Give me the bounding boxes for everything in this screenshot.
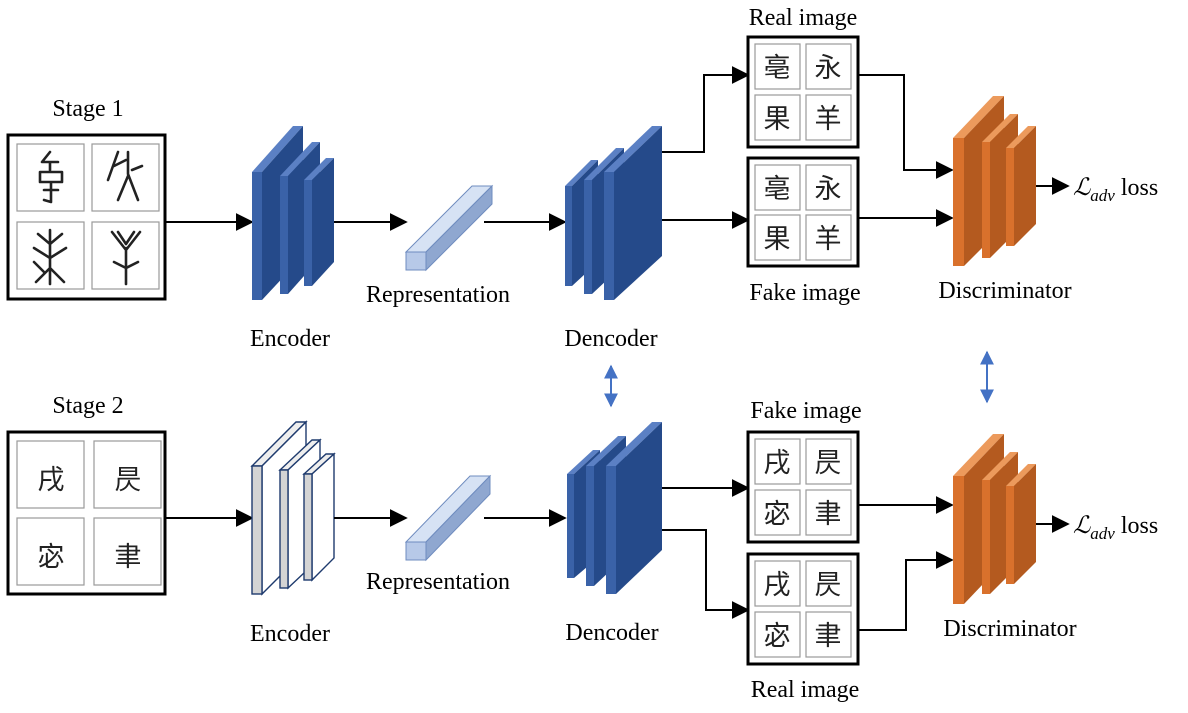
stage2: Stage 2 戌 昃 宓 聿 Encoder — [6, 393, 1158, 703]
stage2-input-glyph-2: 昃 — [115, 465, 142, 496]
stage2-encoder-label: Encoder — [250, 621, 330, 647]
stage2-real-image-label: Real image — [751, 677, 860, 703]
stage1-representation — [404, 184, 494, 272]
stage2-fake-glyph-1: 戌 — [764, 448, 791, 479]
stage1-fake-glyph-3: 果 — [764, 224, 791, 255]
stage2-real-glyph-2: 昃 — [815, 570, 842, 601]
stage2-real-glyph-3: 宓 — [764, 621, 791, 652]
stage2-loss-subscript: adv — [1090, 524, 1115, 543]
stage2-fake-image: 戌 昃 宓 聿 — [746, 430, 860, 544]
stage1-real-glyph-4: 羊 — [815, 104, 842, 135]
stage1-fake-image-label: Fake image — [749, 280, 860, 306]
stage2-fake-glyph-3: 宓 — [764, 499, 791, 530]
stage2-input-image: 戌 昃 宓 聿 — [6, 430, 167, 596]
stage2-decoder-label: Dencoder — [565, 620, 658, 646]
stage1-loss-word: loss — [1121, 175, 1158, 201]
stage1-real-glyph-1: 亳 — [764, 53, 791, 84]
stage1-fake-image: 亳 永 果 羊 — [746, 156, 860, 268]
stage1-title: Stage 1 — [52, 96, 123, 122]
stage2-input-glyph-4: 聿 — [115, 542, 142, 573]
stage2-fake-glyph-4: 聿 — [815, 499, 842, 530]
stage1-input-image — [6, 133, 167, 301]
stage1-fake-glyph-2: 永 — [815, 174, 842, 205]
stage2-real-glyph-4: 聿 — [815, 621, 842, 652]
stage2-discriminator-label: Discriminator — [943, 616, 1076, 642]
stage1-arrow-decoder-real — [662, 66, 750, 153]
stage2-title: Stage 2 — [52, 393, 123, 419]
stage1-encoder — [252, 126, 334, 300]
stage2-real-image: 戌 昃 宓 聿 — [746, 552, 860, 666]
stage2-loss-symbol: ℒ — [1073, 513, 1091, 539]
stage2-representation-label: Representation — [366, 569, 510, 595]
stage2-arrow-real-discriminator — [858, 551, 954, 631]
stage1-fake-glyph-1: 亳 — [764, 174, 791, 205]
stage1-encoder-label: Encoder — [250, 326, 330, 352]
stage1-loss-subscript: adv — [1090, 186, 1115, 205]
stage1-decoder — [565, 126, 662, 300]
stage2-input-glyph-3: 宓 — [38, 542, 65, 573]
stage1-real-image: 亳 永 果 羊 — [746, 35, 860, 149]
oracle-glyph-1 — [38, 150, 64, 204]
oracle-glyph-4 — [110, 230, 142, 286]
stage2-real-glyph-1: 戌 — [764, 570, 791, 601]
stage2-fake-glyph-2: 昃 — [815, 448, 842, 479]
stage2-input-glyph-1: 戌 — [38, 465, 65, 496]
stage1-real-image-label: Real image — [749, 5, 858, 31]
stage1-real-glyph-3: 果 — [764, 104, 791, 135]
stage2-fake-image-label: Fake image — [750, 398, 861, 424]
stage2-loss-word: loss — [1121, 513, 1158, 539]
stage2-decoder — [567, 422, 662, 594]
stage1-representation-label: Representation — [366, 282, 510, 308]
stage1-real-glyph-2: 永 — [815, 53, 842, 84]
stage2-arrow-decoder-real — [662, 529, 750, 619]
stage1-fake-glyph-4: 羊 — [815, 224, 842, 255]
stage1-discriminator-label: Discriminator — [938, 278, 1071, 304]
stage1-discriminator — [953, 96, 1036, 266]
stage1-arrow-real-discriminator — [858, 74, 954, 179]
oracle-glyph-3 — [32, 228, 68, 286]
stage1-loss-symbol: ℒ — [1073, 175, 1091, 201]
stage2-encoder — [250, 420, 336, 596]
stage2-discriminator — [953, 434, 1036, 604]
oracle-glyph-2 — [106, 150, 144, 202]
stage1-decoder-label: Dencoder — [564, 326, 657, 352]
stage2-representation — [404, 474, 492, 562]
stage1: Stage 1 — [6, 5, 1158, 352]
